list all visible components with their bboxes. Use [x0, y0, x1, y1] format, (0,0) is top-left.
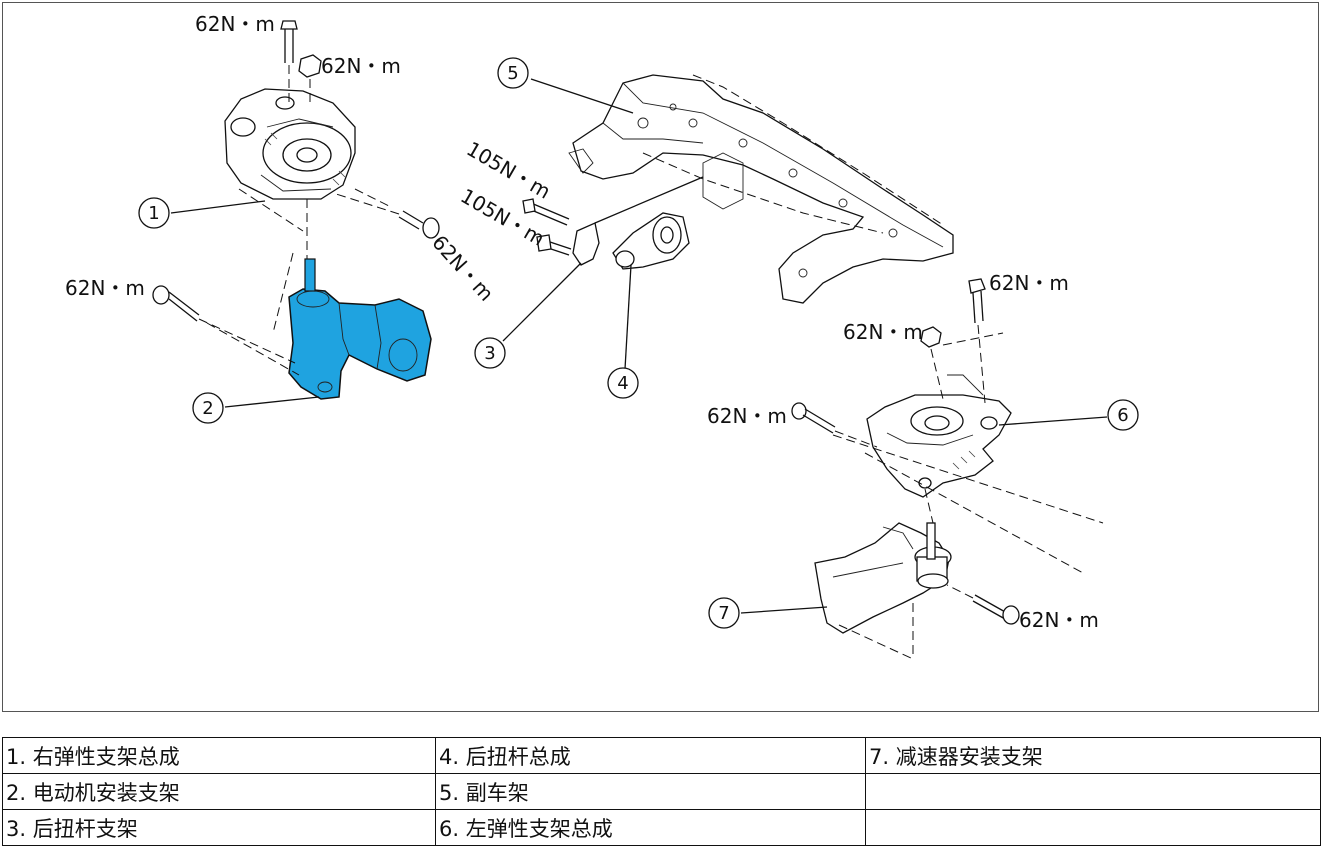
left-mount-assembly: [866, 374, 1012, 498]
torque-label-left-nut: 62N・m: [843, 320, 923, 344]
callout-7-label: 7: [718, 603, 729, 624]
legend-row: 2. 电动机安装支架 5. 副车架: [2, 773, 1321, 810]
callout-1-label: 1: [148, 203, 159, 224]
legend-cell: 2. 电动机安装支架: [2, 773, 436, 810]
callout-2: 2: [192, 392, 224, 424]
torque-label-top-bolt: 62N・m: [195, 12, 275, 36]
callout-2-label: 2: [202, 398, 213, 419]
callout-1: 1: [138, 197, 170, 229]
torque-label-reducer-bolt: 62N・m: [1019, 608, 1099, 632]
callout-6: 6: [1107, 399, 1139, 431]
exploded-diagram: 1 2 3 4 5 6 7 62N・m 62N・m 62N・m 62N・m 10…: [2, 2, 1319, 712]
bolt-torque-rod-upper: [522, 198, 570, 226]
bolt-torque-rod-lower: [536, 234, 572, 256]
callout-4: 4: [607, 367, 639, 399]
torque-rod-bracket: [572, 176, 704, 266]
callout-7: 7: [708, 597, 740, 629]
legend-cell: 3. 后扭杆支架: [2, 809, 436, 846]
torque-label-motor-bolt: 62N・m: [65, 276, 145, 300]
bolt-reducer-mount: [946, 584, 1020, 625]
torque-label-top-nut: 62N・m: [321, 54, 401, 78]
callout-5: 5: [497, 57, 529, 89]
nut-right-mount: [298, 54, 322, 103]
diagram-drawing: 1 2 3 4 5 6 7 62N・m 62N・m 62N・m 62N・m 10…: [65, 12, 1139, 660]
legend-row: 1. 右弹性支架总成 4. 后扭杆总成 7. 减速器安装支架: [2, 737, 1321, 774]
torque-label-left-top-bolt: 62N・m: [989, 271, 1069, 295]
bolt-motor-mount: [152, 285, 296, 364]
legend-cell: 1. 右弹性支架总成: [2, 737, 436, 774]
torque-rod-assembly: [612, 212, 690, 270]
legend-cell: 4. 后扭杆总成: [435, 737, 866, 774]
bolt-top-left-mount: [968, 278, 986, 404]
callout-5-label: 5: [507, 63, 518, 84]
parts-legend-table: 1. 右弹性支架总成 4. 后扭杆总成 7. 减速器安装支架 2. 电动机安装支…: [2, 737, 1321, 846]
legend-cell: 6. 左弹性支架总成: [435, 809, 866, 846]
bolt-side-right-mount: [332, 192, 440, 239]
subframe: [568, 74, 954, 304]
motor-mount-bracket: [288, 258, 432, 400]
right-mount-assembly: [224, 88, 356, 200]
legend-cell: [865, 809, 1321, 846]
nut-left-mount: [920, 326, 944, 400]
reducer-mount-bracket: [814, 522, 952, 634]
callout-3: 3: [474, 337, 506, 369]
callout-6-label: 6: [1117, 405, 1128, 426]
legend-cell: [865, 773, 1321, 810]
legend-cell: 5. 副车架: [435, 773, 866, 810]
callout-4-label: 4: [617, 373, 628, 394]
bolt-top-right-mount: [280, 20, 298, 103]
torque-label-side-bolt: 62N・m: [427, 230, 498, 305]
callout-3-label: 3: [484, 343, 495, 364]
legend-row: 3. 后扭杆支架 6. 左弹性支架总成: [2, 809, 1321, 846]
legend-cell: 7. 减速器安装支架: [865, 737, 1321, 774]
torque-label-left-side-bolt: 62N・m: [707, 404, 787, 428]
bolt-side-left-mount: [791, 402, 878, 448]
